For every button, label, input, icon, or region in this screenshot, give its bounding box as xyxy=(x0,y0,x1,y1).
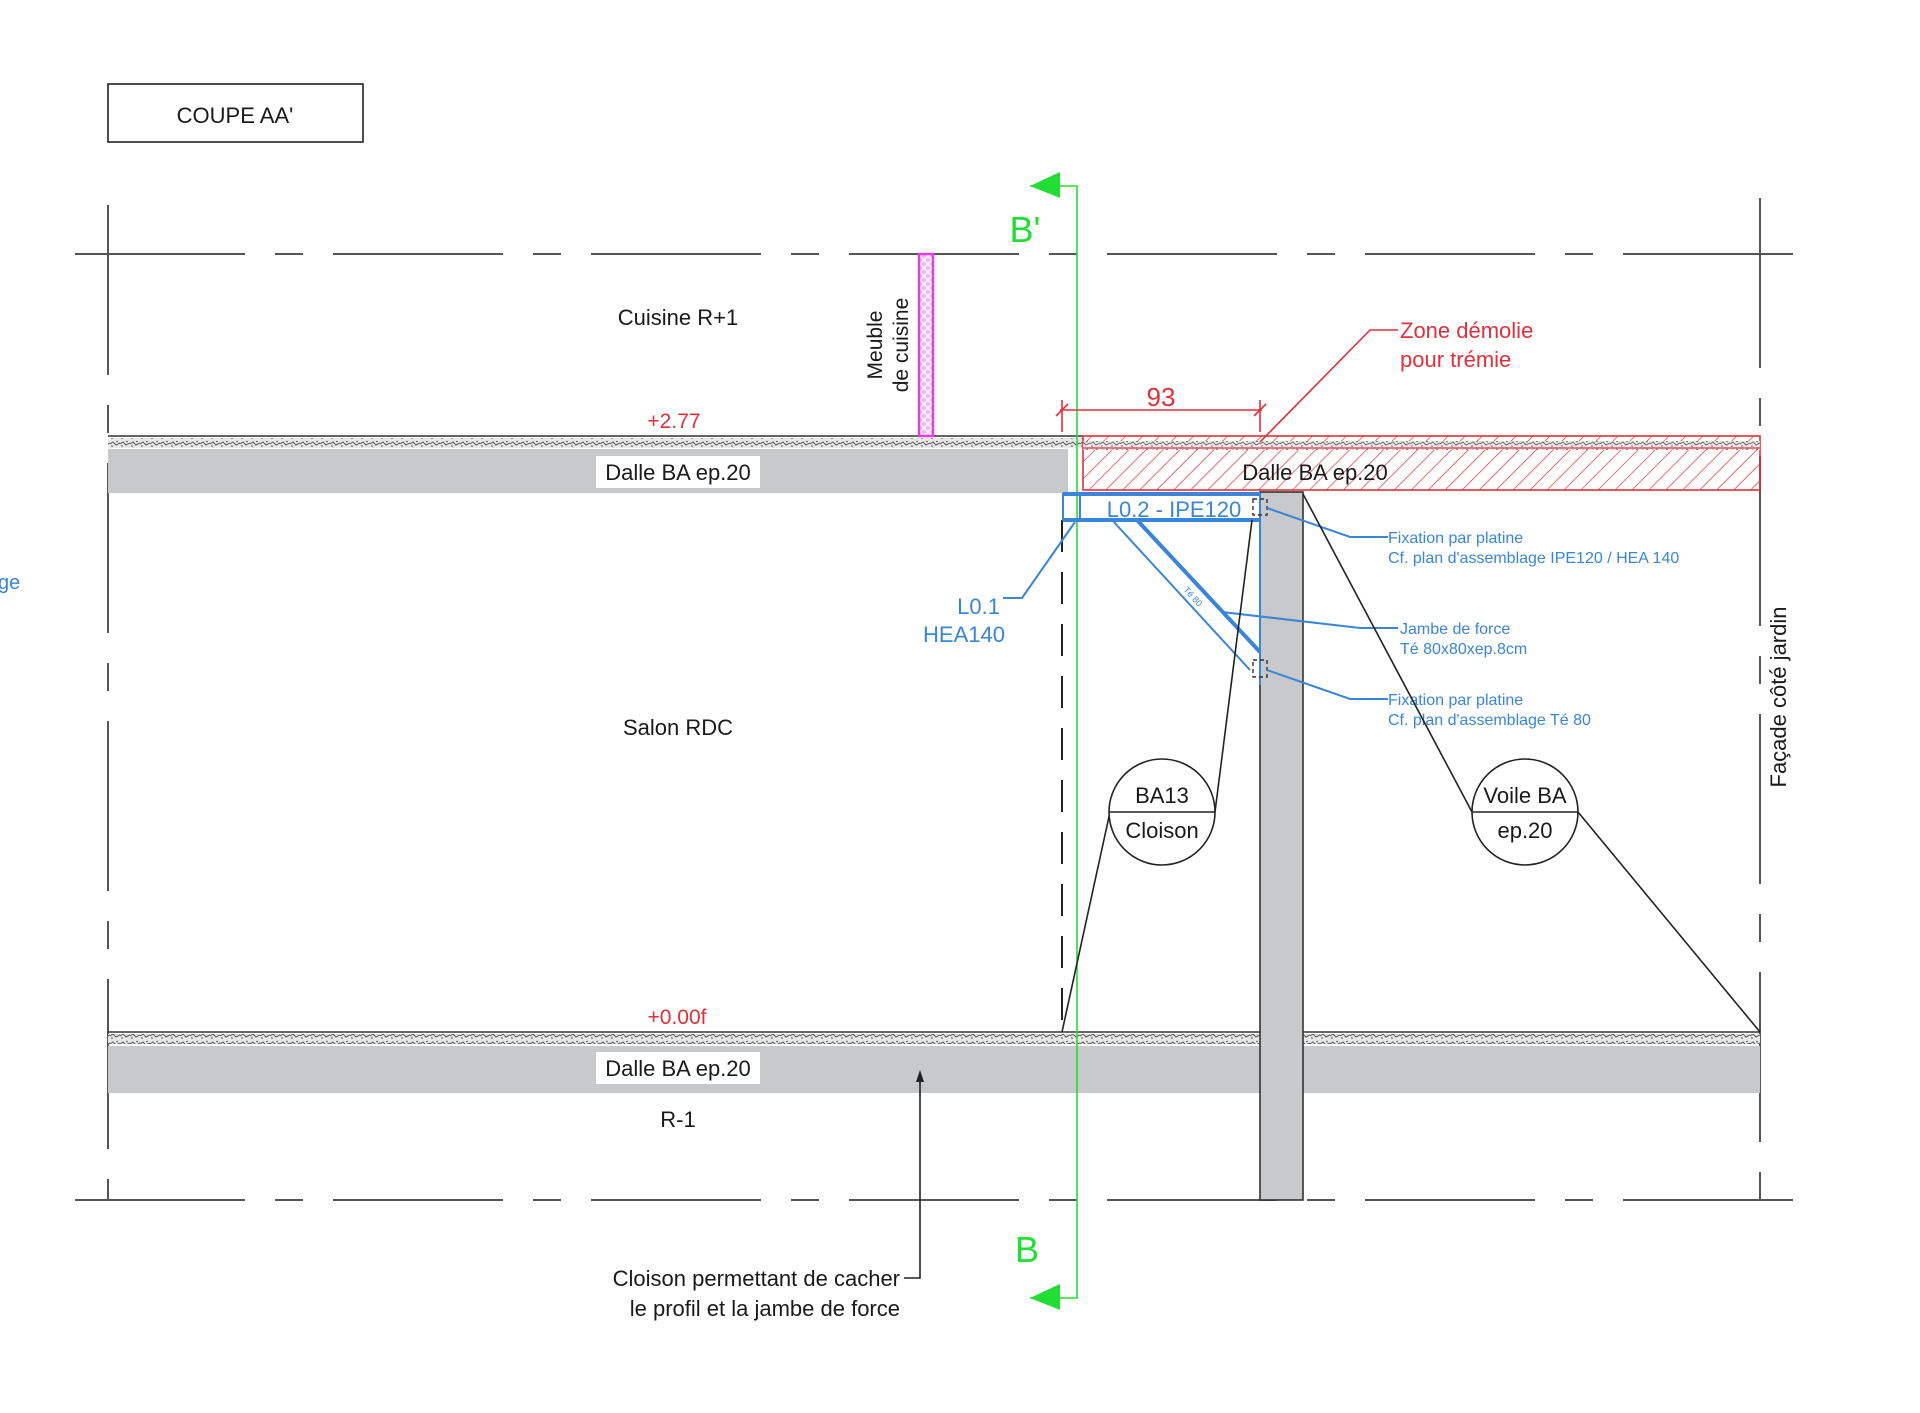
fixation-note-2-line2: Cf. plan d'assemblage Té 80 xyxy=(1388,712,1591,729)
concrete-wall xyxy=(1259,491,1304,1201)
demolition-label-line1: Zone démolie xyxy=(1400,318,1533,343)
beam-ipe120-label: L0.2 - IPE120 xyxy=(1107,497,1242,522)
cloison-note-line2: le profil et la jambe de force xyxy=(630,1296,900,1321)
left-cut-label: ge xyxy=(0,572,20,594)
lower-slab-label: Dalle BA ep.20 xyxy=(605,1056,751,1081)
dimension-value: 93 xyxy=(1147,382,1176,412)
bubble-cloison: BA13 Cloison xyxy=(1061,519,1253,1033)
section-arrow-bottom xyxy=(1030,1284,1060,1310)
beam-hea140-annotation: L0.1 HEA140 xyxy=(923,521,1076,647)
furniture-label-line2: de cuisine xyxy=(890,298,913,393)
fixation-note-2: Fixation par platine Cf. plan d'assembla… xyxy=(1266,669,1591,729)
fixation-note-2-line1: Fixation par platine xyxy=(1388,692,1523,709)
cloison-note-line1: Cloison permettant de cacher xyxy=(613,1266,900,1291)
dimension-93: 93 xyxy=(1055,382,1267,432)
brace-note-line1: Jambe de force xyxy=(1400,621,1510,638)
facade-label: Façade côté jardin xyxy=(1766,607,1791,788)
title-block: COUPE AA' xyxy=(107,83,364,143)
furniture-label-line1: Meuble xyxy=(864,311,887,380)
brace-note: Jambe de force Té 80x80xep.8cm xyxy=(1221,611,1527,658)
plate-fixation-bottom xyxy=(1252,659,1268,678)
fixation-note-1-line2: Cf. plan d'assemblage IPE120 / HEA 140 xyxy=(1388,550,1679,567)
upper-slab-right-label: Dalle BA ep.20 xyxy=(1242,460,1388,485)
kitchen-furniture: Meuble de cuisine xyxy=(864,252,935,438)
upper-slab-left-label: Dalle BA ep.20 xyxy=(605,460,751,485)
beam-hea140-label-line1: L0.1 xyxy=(957,594,1000,619)
bubble-cloison-bottom: Cloison xyxy=(1125,818,1198,843)
brace-note-line2: Té 80x80xep.8cm xyxy=(1400,641,1527,658)
fixation-note-1-line1: Fixation par platine xyxy=(1388,530,1523,547)
level-upper: +2.77 xyxy=(647,410,700,433)
room-label-upper: Cuisine R+1 xyxy=(618,305,738,330)
demolition-zone: Dalle BA ep.20 xyxy=(1082,435,1761,491)
level-ground: +0.00f xyxy=(648,1006,707,1029)
room-label-middle: Salon RDC xyxy=(623,715,733,740)
section-mark-top: B' xyxy=(1010,209,1041,250)
lower-slab: Dalle BA ep.20 xyxy=(108,1031,1760,1093)
section-cut-line xyxy=(1030,185,1078,1299)
upper-slab-left: Dalle BA ep.20 xyxy=(108,435,1083,493)
demolition-annotation: Zone démolie pour trémie xyxy=(1259,318,1533,443)
room-label-lower: R-1 xyxy=(660,1107,695,1132)
brace: Té 80 xyxy=(1111,518,1268,685)
bubble-cloison-top: BA13 xyxy=(1135,783,1189,808)
plate-fixation-top xyxy=(1252,498,1268,516)
bubble-voile-top: Voile BA xyxy=(1483,783,1566,808)
title-frame xyxy=(107,83,364,143)
section-mark-bottom: B xyxy=(1015,1229,1039,1270)
fixation-note-1: Fixation par platine Cf. plan d'assembla… xyxy=(1266,507,1679,567)
demolition-label-line2: pour trémie xyxy=(1400,347,1511,372)
drawing-title: COUPE AA' xyxy=(177,103,294,128)
beam-ipe120: L0.2 - IPE120 xyxy=(1062,492,1268,522)
bubble-voile: Voile BA ep.20 xyxy=(1302,493,1761,1033)
section-line-bb: B' B xyxy=(1010,172,1078,1310)
section-arrow-top xyxy=(1030,172,1060,198)
bubble-voile-bottom: ep.20 xyxy=(1497,818,1552,843)
cloison-note: Cloison permettant de cacher le profil e… xyxy=(613,1070,924,1321)
beam-hea140-label-line2: HEA140 xyxy=(923,622,1005,647)
